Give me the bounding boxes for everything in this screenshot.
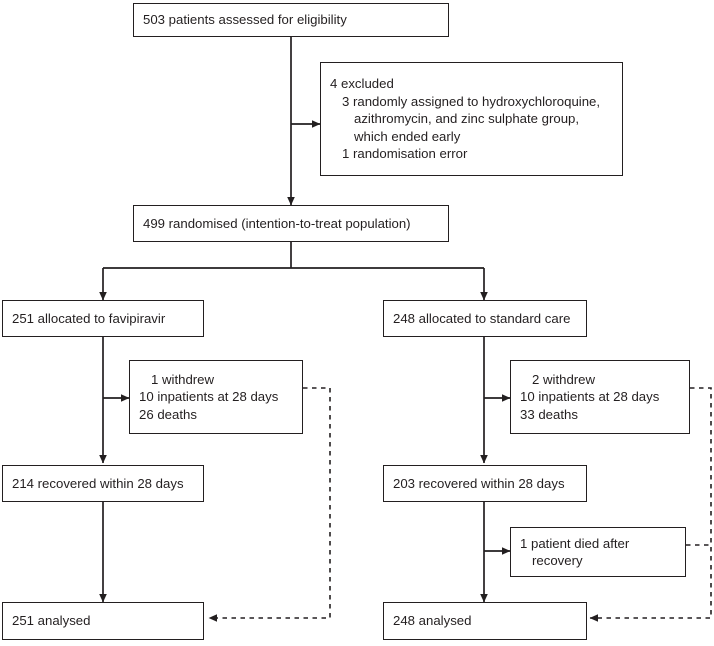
node-attrition-standard-care: 2 withdrew 10 inpatients at 28 days 33 d… xyxy=(510,360,690,434)
node-recovered-standard-care: 203 recovered within 28 days xyxy=(383,465,587,502)
analysed-right-label: 248 analysed xyxy=(393,613,472,629)
node-allocated-standard-care: 248 allocated to standard care xyxy=(383,300,587,337)
node-randomised: 499 randomised (intention-to-treat popul… xyxy=(133,205,449,242)
assessed-label: 503 patients assessed for eligibility xyxy=(143,12,347,28)
excluded-line-1: 4 excluded xyxy=(330,76,394,92)
node-allocated-favipiravir: 251 allocated to favipiravir xyxy=(2,300,204,337)
attrition-left-line-1: 1 withdrew xyxy=(151,371,215,387)
excluded-line-4: which ended early xyxy=(354,128,461,144)
attrition-right-line-2: 10 inpatients at 28 days xyxy=(520,389,660,405)
allocated-left-label: 251 allocated to favipiravir xyxy=(12,310,166,326)
node-excluded: 4 excluded 3 randomly assigned to hydrox… xyxy=(320,62,623,176)
excluded-line-2: 3 randomly assigned to hydroxychloroquin… xyxy=(342,93,601,109)
died-after-recovery-line-1: 1 patient died after xyxy=(520,535,630,551)
node-died-after-recovery: 1 patient died after recovery xyxy=(510,527,686,577)
excluded-line-5: 1 randomisation error xyxy=(342,146,468,162)
attrition-right-line-1: 2 withdrew xyxy=(532,371,596,387)
attrition-left-line-3: 26 deaths xyxy=(139,406,197,422)
excluded-line-3: azithromycin, and zinc sulphate group, xyxy=(354,111,580,127)
attrition-right-line-3: 33 deaths xyxy=(520,406,578,422)
node-analysed-standard-care: 248 analysed xyxy=(383,602,587,640)
node-attrition-favipiravir: 1 withdrew 10 inpatients at 28 days 26 d… xyxy=(129,360,303,434)
node-recovered-favipiravir: 214 recovered within 28 days xyxy=(2,465,204,502)
analysed-left-label: 251 analysed xyxy=(12,613,91,629)
attrition-left-line-2: 10 inpatients at 28 days xyxy=(139,389,279,405)
node-assessed: 503 patients assessed for eligibility xyxy=(133,3,449,37)
recovered-right-label: 203 recovered within 28 days xyxy=(393,475,565,491)
randomised-label: 499 randomised (intention-to-treat popul… xyxy=(143,215,411,231)
node-analysed-favipiravir: 251 analysed xyxy=(2,602,204,640)
recovered-left-label: 214 recovered within 28 days xyxy=(12,475,184,491)
died-after-recovery-line-2: recovery xyxy=(532,553,583,568)
allocated-right-label: 248 allocated to standard care xyxy=(393,310,571,326)
